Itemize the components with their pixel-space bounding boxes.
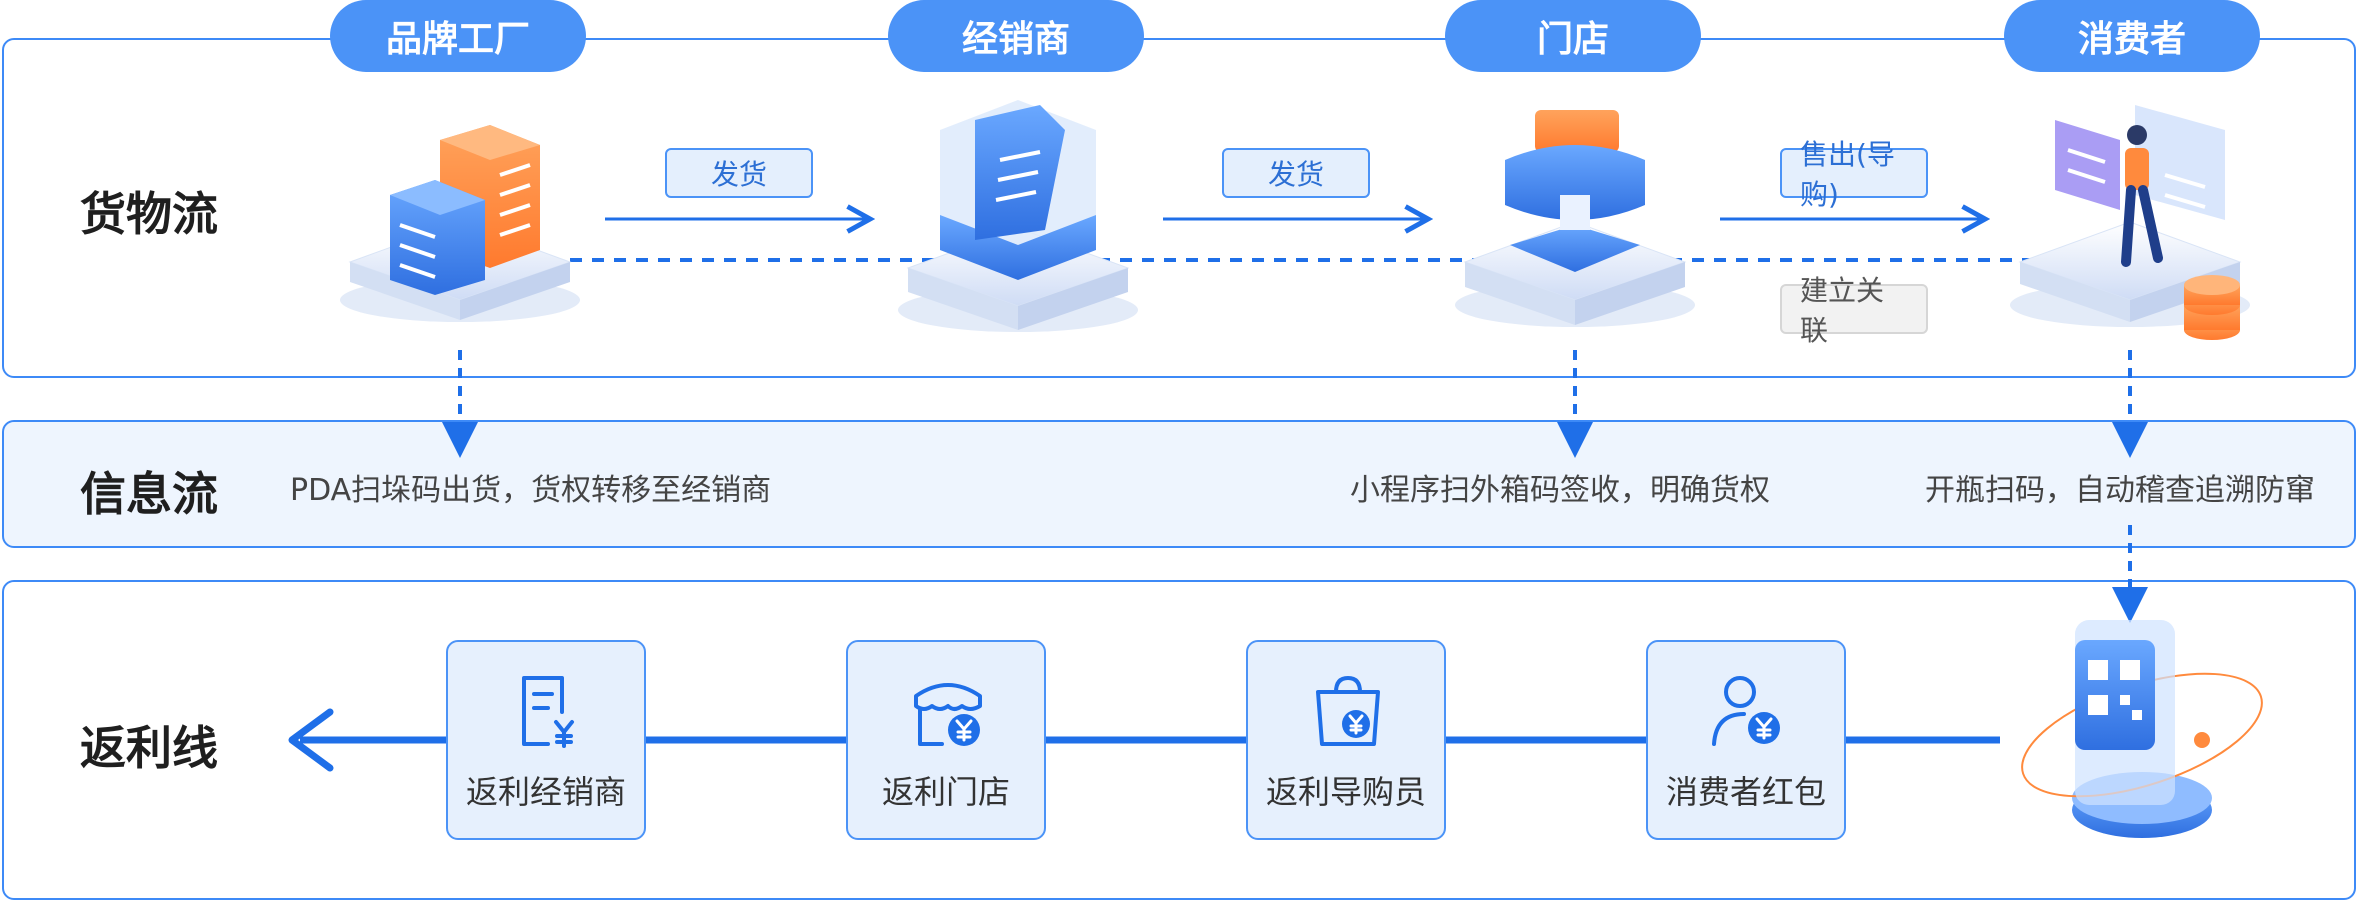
rebate-card-dealer: 返利经销商 [446, 640, 646, 840]
dealer-illustration [898, 100, 1138, 332]
rebate-label-consumer: 消费者红包 [1665, 773, 1826, 811]
ship-tag-1: 发货 [665, 148, 813, 198]
rebate-label-guide: 返利导购员 [1265, 773, 1426, 811]
info-store-text: 小程序扫外箱码签收，明确货权 [1350, 473, 1770, 508]
link-tag: 建立关联 [1780, 274, 1928, 347]
stage-dealer: 经销商 [888, 0, 1144, 72]
ship-tag-2: 发货 [1222, 148, 1370, 198]
sell-tag: 售出(导购) [1780, 138, 1928, 211]
store-yuan-icon [908, 672, 988, 752]
receipt-yuan-icon [508, 672, 588, 752]
row-title-info: 信息流 [80, 467, 218, 521]
stage-consumer: 消费者 [2004, 0, 2260, 72]
rebate-card-guide: 返利导购员 [1246, 640, 1446, 840]
rebate-label-dealer: 返利经销商 [465, 773, 626, 811]
store-illustration [1455, 110, 1695, 327]
factory-illustration [340, 125, 580, 322]
stage-factory: 品牌工厂 [330, 0, 586, 72]
info-flow-panel [2, 420, 2356, 548]
user-yuan-icon [1708, 672, 1788, 752]
rebate-card-store: 返利门店 [846, 640, 1046, 840]
consumer-illustration [2010, 105, 2250, 340]
stage-store: 门店 [1445, 0, 1701, 72]
row-title-goods: 货物流 [80, 187, 218, 241]
info-consumer-text: 开瓶扫码，自动稽查追溯防窜 [1925, 473, 2315, 508]
info-factory-text: PDA扫垛码出货，货权转移至经销商 [290, 473, 772, 508]
rebate-card-consumer: 消费者红包 [1646, 640, 1846, 840]
row-title-rebate: 返利线 [80, 721, 218, 775]
bag-yuan-icon [1308, 672, 1388, 752]
rebate-label-store: 返利门店 [881, 773, 1010, 811]
qr-phone-illustration [2021, 620, 2263, 838]
rebate-arrowhead [288, 708, 334, 772]
